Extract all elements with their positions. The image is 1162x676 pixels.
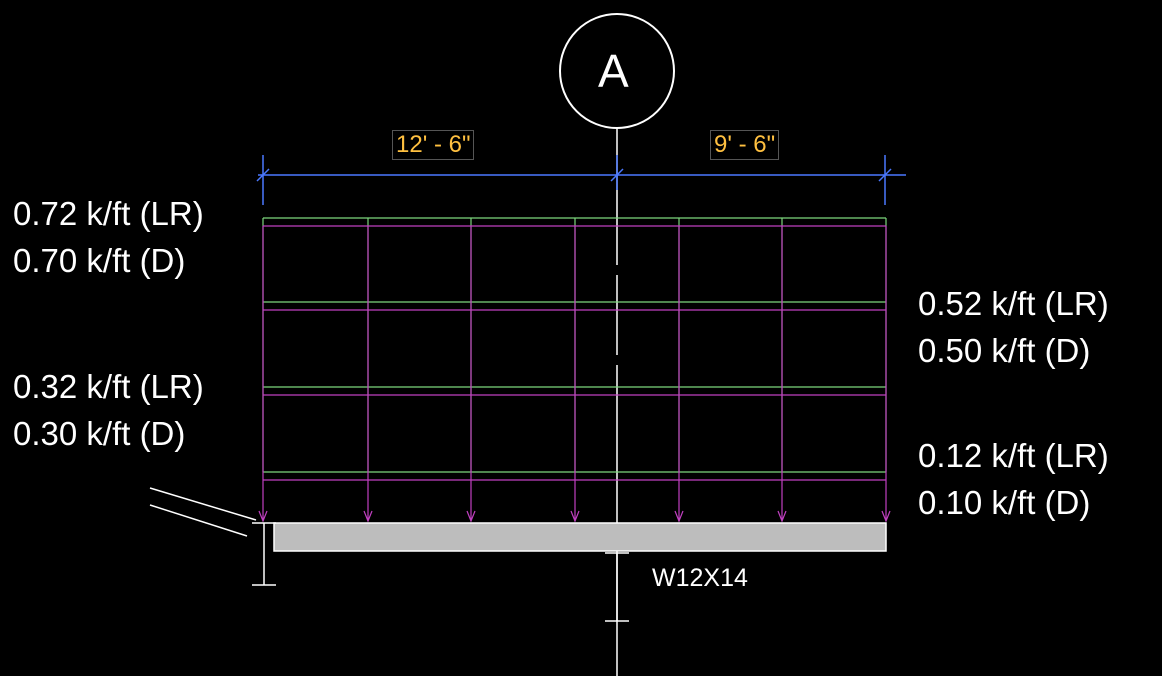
dimension-line [256, 155, 906, 205]
load-arrow-head [466, 510, 476, 523]
load-label-left-mid-d: 0.30 k/ft (D) [13, 415, 186, 452]
load-arrow-head [881, 510, 891, 523]
dimension-left-span: 12' - 6" [392, 130, 475, 160]
beam-label: W12X14 [652, 564, 748, 592]
load-label-right-bot-lr: 0.12 k/ft (LR) [918, 437, 1109, 474]
load-arrow-head [258, 510, 268, 523]
load-arrow-head [777, 510, 787, 523]
load-label-left-top-d: 0.70 k/ft (D) [13, 242, 186, 279]
grid-bubble [559, 13, 675, 129]
dimension-right-span: 9' - 6" [710, 130, 780, 160]
load-arrows [258, 226, 891, 523]
load-arrow-head [674, 510, 684, 523]
load-label-right-top-d: 0.50 k/ft (D) [918, 332, 1091, 369]
edge-beam-section [149, 487, 276, 586]
load-label-right-top-lr: 0.52 k/ft (LR) [918, 285, 1109, 322]
w12x14-beam-section [605, 552, 629, 622]
load-label-right-bot-d: 0.10 k/ft (D) [918, 484, 1091, 521]
slab [273, 522, 887, 552]
load-label-left-top-lr: 0.72 k/ft (LR) [13, 195, 204, 232]
load-arrow-head [570, 510, 580, 523]
load-arrow-head [363, 510, 373, 523]
grid-bubble-label: A [598, 45, 629, 97]
load-label-left-mid-lr: 0.32 k/ft (LR) [13, 368, 204, 405]
